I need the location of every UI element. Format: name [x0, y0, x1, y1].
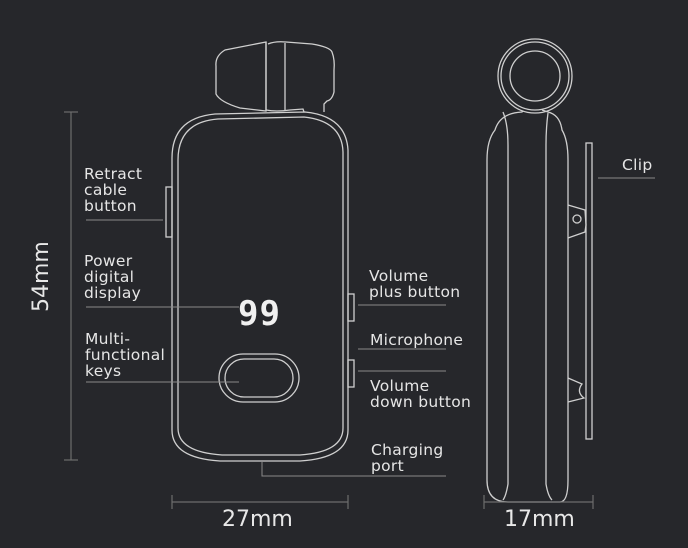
label-power-digital-display: Power digital display: [84, 252, 142, 302]
label-charging-port: Charging port: [371, 441, 444, 475]
clip-pivot: [572, 214, 582, 224]
dimension-width: 27mm: [222, 507, 293, 532]
leader-lines: [86, 177, 655, 477]
label-volume-down-button: Volume down button: [370, 377, 472, 411]
multi-function-key-shape: [218, 353, 300, 403]
power-display-readout: 99: [238, 294, 281, 334]
dimension-depth: 17mm: [504, 507, 575, 532]
retract-cable-button-shape: [165, 186, 173, 238]
device-body-front: [171, 111, 349, 462]
label-volume-plus-button: Volume plus button: [369, 267, 461, 301]
label-clip: Clip: [622, 156, 653, 174]
device-body-side: [486, 38, 573, 503]
label-multi-functional-keys: Multi- functional keys: [85, 330, 166, 380]
clip-shape: [567, 142, 593, 440]
label-microphone: Microphone: [370, 331, 464, 349]
volume-down-button-shape: [347, 359, 355, 388]
dimension-lines: [64, 111, 594, 509]
earbud-icon: [215, 41, 335, 113]
label-retract-cable-button: Retract cable button: [84, 165, 143, 215]
volume-plus-button-shape: [347, 293, 355, 322]
dimension-height: 54mm: [29, 241, 54, 312]
